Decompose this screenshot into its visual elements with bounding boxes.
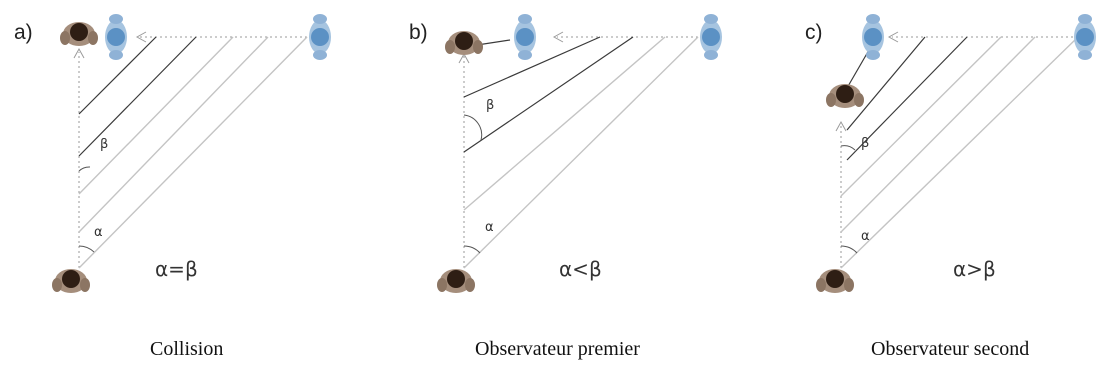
alpha-arc xyxy=(463,245,481,254)
panel-b-diagram: b) α β α<β xyxy=(409,14,722,293)
beta-label: β xyxy=(486,98,494,113)
observer-figure xyxy=(445,31,483,55)
panel-a-diagram: a) α β α=β xyxy=(14,14,331,293)
observer-figure xyxy=(826,84,864,108)
pedestrian-arrow xyxy=(552,31,564,43)
panel-a: a) α β α=β xyxy=(0,0,367,381)
caption-observateur-premier: Observateur premier xyxy=(475,338,640,360)
sight-line-current xyxy=(78,36,157,115)
sight-line-current xyxy=(846,36,968,161)
panel-b-label: b) xyxy=(409,21,428,44)
pedestrian-figure xyxy=(514,14,536,60)
pedestrian-start-figure xyxy=(309,14,331,60)
observer-start-figure xyxy=(437,269,475,293)
beta-label: β xyxy=(861,136,869,151)
observer-arrow xyxy=(835,120,847,132)
pedestrian-start-figure xyxy=(700,14,722,60)
alpha-arc xyxy=(78,245,95,253)
beta-arc xyxy=(78,166,91,172)
pedestrian-figure xyxy=(862,14,884,60)
sight-line xyxy=(78,36,234,195)
sight-line-current xyxy=(846,49,870,89)
sight-line xyxy=(840,36,1036,233)
pedestrian-arrow xyxy=(887,31,899,43)
panel-b: b) α β α<β xyxy=(395,0,765,381)
relation-label: α=β xyxy=(155,257,198,281)
sight-line-current xyxy=(463,36,634,153)
caption-collision: Collision xyxy=(150,338,224,360)
sight-line xyxy=(840,36,1079,269)
panel-a-label: a) xyxy=(14,21,33,44)
sight-line-current xyxy=(78,36,197,157)
panel-c: c) α β α>β xyxy=(795,0,1101,381)
pedestrian-arrow xyxy=(135,31,147,43)
observer-start-figure xyxy=(816,269,854,293)
sight-line xyxy=(463,36,699,269)
alpha-label: α xyxy=(485,220,494,235)
observer-figure xyxy=(60,22,98,46)
pedestrian-figure xyxy=(105,14,127,60)
sight-line xyxy=(78,36,269,233)
sight-line xyxy=(840,36,1002,197)
pedestrian-start-figure xyxy=(1074,14,1096,60)
alpha-label: α xyxy=(861,229,870,244)
panel-c-label: c) xyxy=(805,21,823,44)
beta-arc xyxy=(463,114,483,141)
observer-arrow xyxy=(73,47,85,59)
sight-line-current xyxy=(846,36,926,131)
sight-line xyxy=(463,36,666,211)
beta-arc xyxy=(840,145,856,151)
beta-label: β xyxy=(100,137,108,152)
caption-observateur-second: Observateur second xyxy=(871,338,1030,360)
sight-line-current xyxy=(463,36,601,98)
panel-c-diagram: c) α β α>β xyxy=(805,14,1096,293)
alpha-label: α xyxy=(94,225,103,240)
observer-start-figure xyxy=(52,269,90,293)
sight-line xyxy=(78,36,308,269)
alpha-arc xyxy=(840,245,858,254)
relation-label: α>β xyxy=(953,257,996,281)
relation-label: α<β xyxy=(559,257,602,281)
